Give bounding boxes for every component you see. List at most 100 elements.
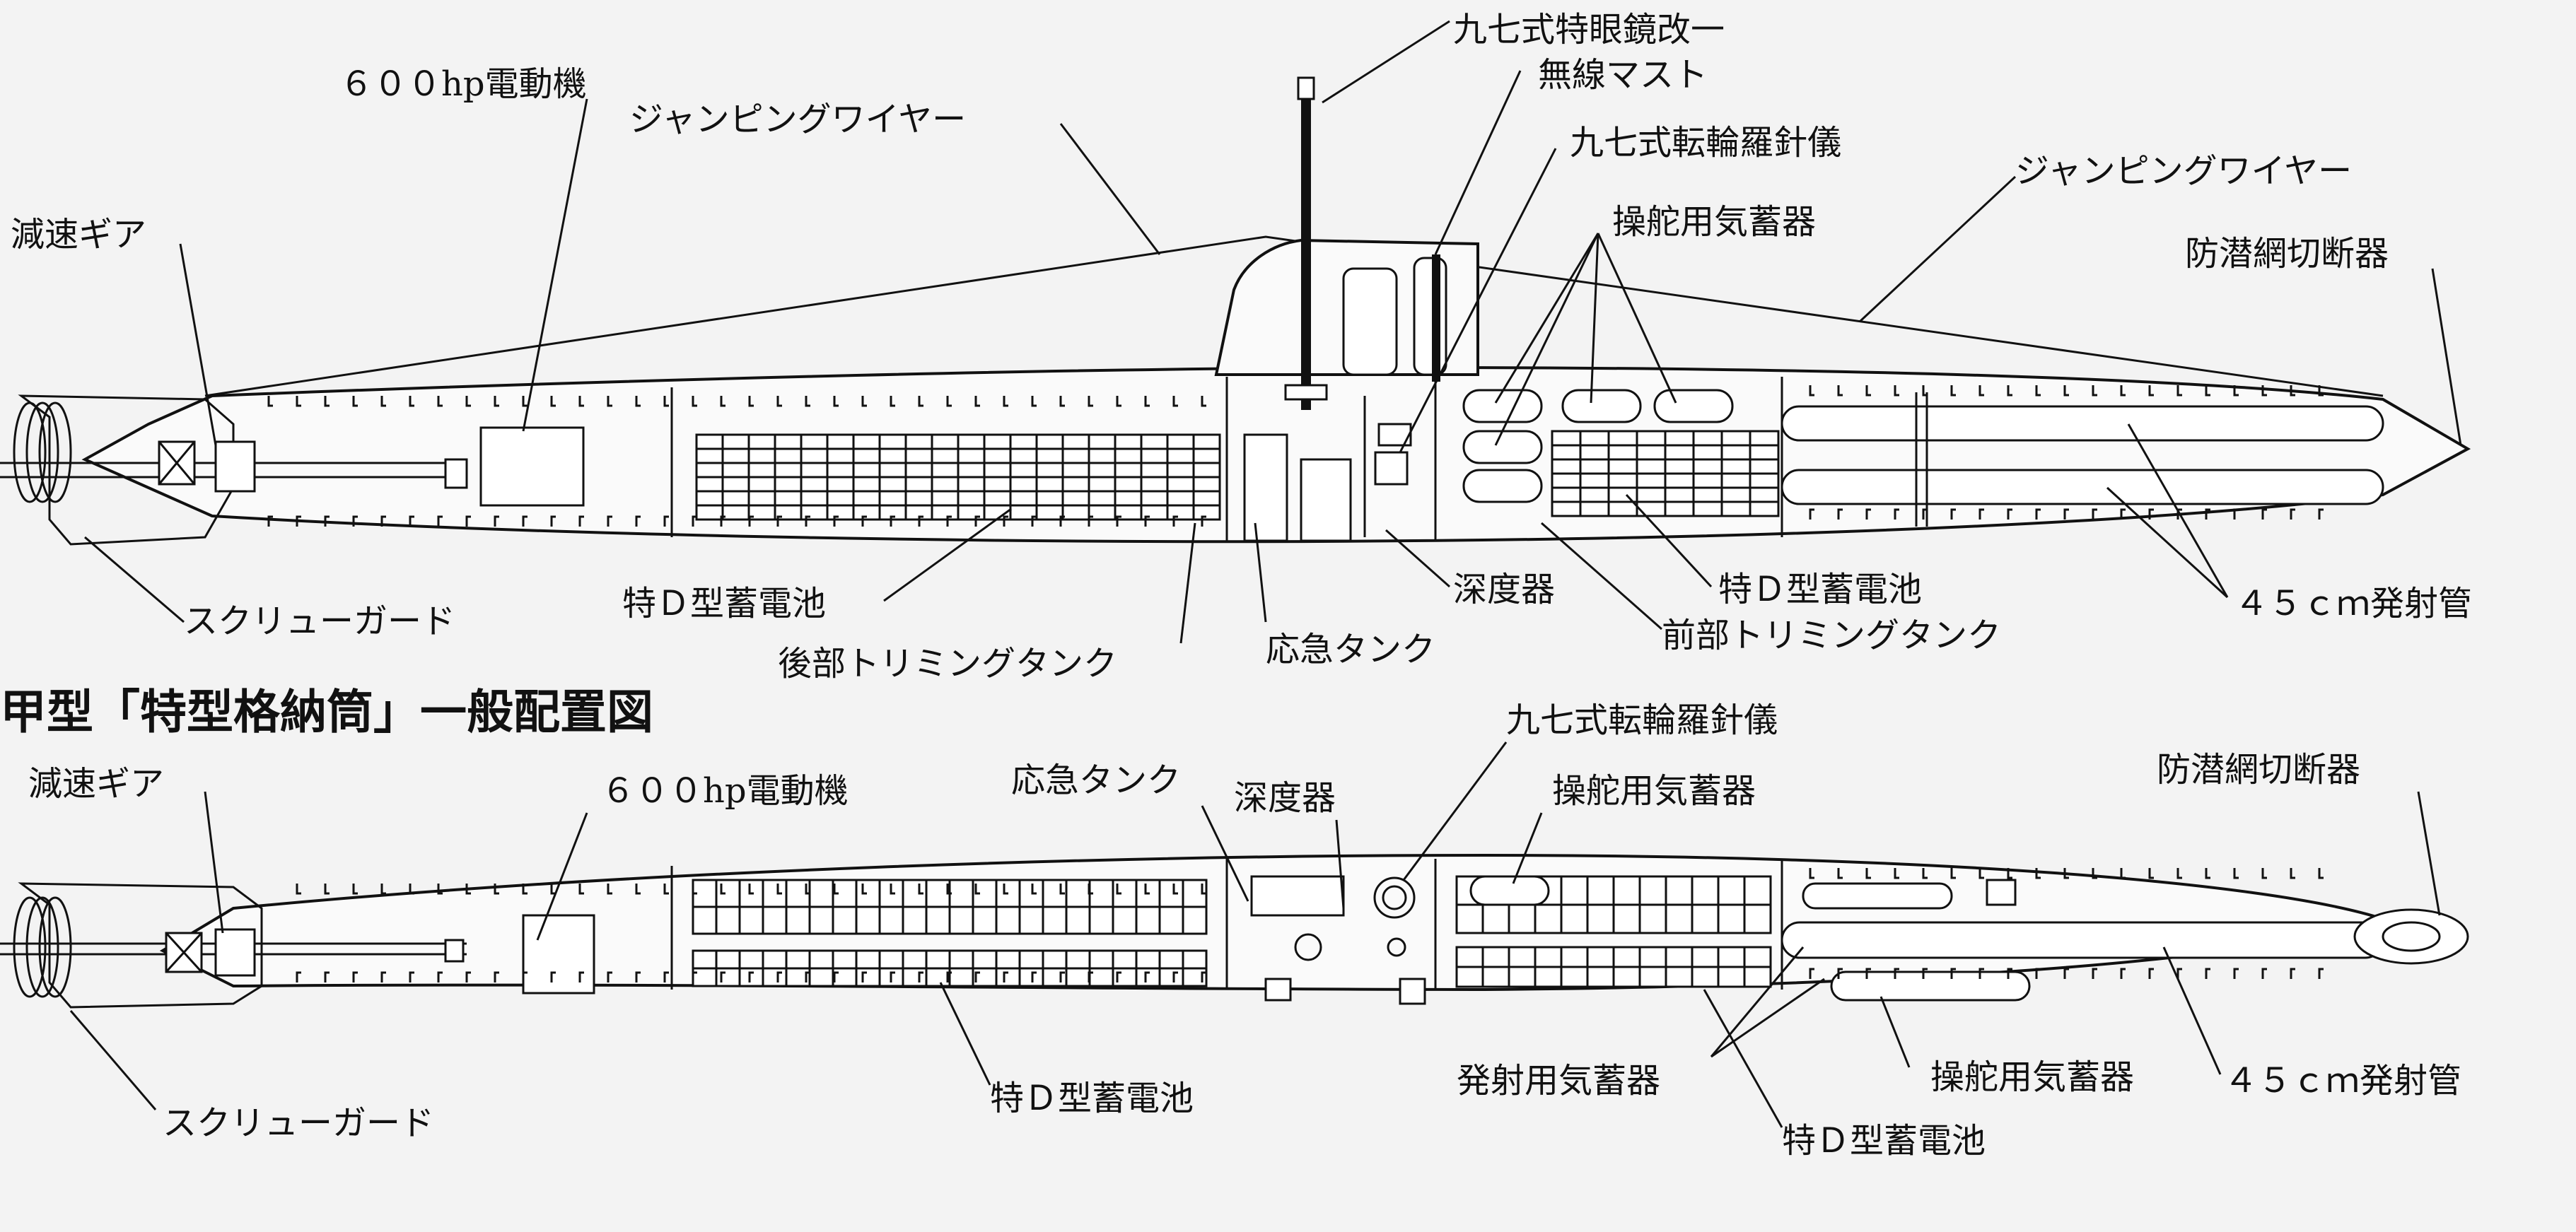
hull-rib <box>437 971 443 982</box>
battery-cell <box>1182 949 1208 970</box>
battery-cell <box>1636 430 1667 447</box>
battery-cell <box>925 949 951 970</box>
battery-cell <box>904 447 933 464</box>
hull-rib <box>296 971 301 982</box>
battery-cell <box>1691 946 1720 968</box>
label-fwd-trim-tank: 前部トリミングタンク <box>1662 616 2001 655</box>
battery-cell <box>925 905 951 935</box>
battery-cell <box>1551 430 1582 447</box>
battery-cell <box>972 949 998 970</box>
battery-cell <box>715 967 741 987</box>
battery-cell <box>1560 875 1589 906</box>
battery-cell <box>983 490 1012 507</box>
hull-rib <box>861 396 867 407</box>
battery-cell <box>832 967 858 987</box>
battery-cell <box>1534 966 1563 988</box>
battery-cell <box>774 447 803 464</box>
label-motor: ６００hp電動機 <box>339 64 587 104</box>
hull-rib <box>890 396 895 407</box>
battery-cell <box>1692 444 1723 461</box>
label-jumping-wire-fwd: ジャンピングワイヤー <box>2015 151 2352 191</box>
leader-tubes-b <box>2162 946 2222 1075</box>
battery-cell <box>1140 433 1169 450</box>
battery-grid-aft <box>695 433 1221 521</box>
battery-cell <box>1636 444 1667 461</box>
battery-cell <box>1749 500 1780 517</box>
battery-cell <box>1579 444 1610 461</box>
battery-cell <box>1508 966 1537 988</box>
hull-rib <box>352 396 358 407</box>
battery-cell <box>1638 903 1667 934</box>
hull-rib <box>635 396 641 407</box>
leader-firing-air-2 <box>1710 978 1825 1058</box>
label-radio-mast: 無線マスト <box>1538 55 1708 95</box>
battery-cell <box>902 967 928 987</box>
battery-cell <box>1035 490 1064 507</box>
hull-rib <box>2318 968 2324 979</box>
hull-rib <box>1865 868 1871 879</box>
hull-rib <box>720 396 725 407</box>
leader-lines <box>69 20 2462 1128</box>
battery-cell <box>1551 472 1582 489</box>
battery-cell <box>1018 949 1044 970</box>
battery-cell <box>1065 905 1091 935</box>
hull-rib <box>692 515 697 527</box>
label-gyro-compass: 九七式転輪羅針儀 <box>1570 123 1841 163</box>
net-cutter-bottom <box>2353 908 2469 965</box>
battery-cell <box>852 490 881 507</box>
battery-cell <box>762 949 788 970</box>
hull-rib <box>1116 884 1121 895</box>
hull-rib <box>2261 868 2267 879</box>
battery-cell <box>1534 903 1563 934</box>
battery-cell <box>747 462 776 479</box>
hull-rib <box>833 396 839 407</box>
leader-battery-aft-b <box>939 982 991 1086</box>
battery-cell <box>1061 490 1090 507</box>
battery-cell <box>762 905 788 935</box>
battery-cell <box>832 949 858 970</box>
battery-cell <box>1720 500 1752 517</box>
battery-cell <box>826 504 855 521</box>
label-periscope: 九七式特眼鏡改一 <box>1453 10 1725 49</box>
hull-rib <box>352 515 358 527</box>
battery-cell <box>826 490 855 507</box>
hull-rib <box>2063 968 2069 979</box>
battery-cell <box>800 433 829 450</box>
hull-rib <box>465 884 471 895</box>
battery-cell <box>785 949 811 970</box>
hull-rib <box>918 396 923 407</box>
battery-cell <box>902 949 928 970</box>
hull-rib <box>776 515 782 527</box>
battery-cell <box>747 433 776 450</box>
hull-rib <box>2092 508 2097 520</box>
hull-rib <box>2007 385 2012 397</box>
battery-cell <box>1691 875 1720 906</box>
battery-cell <box>957 504 986 521</box>
battery-cell <box>1455 946 1484 968</box>
battery-cell <box>1664 472 1695 489</box>
label-steering-air-b: 操舵用気蓄器 <box>1552 771 1756 811</box>
label-emergency-tank-b: 応急タンク <box>1011 761 1181 800</box>
hull-rib <box>578 515 584 527</box>
tower-cylinder <box>1413 257 1447 376</box>
hull-rib <box>1201 884 1206 895</box>
air-bottle <box>1802 882 1953 910</box>
hull-rib <box>805 971 810 982</box>
battery-cell <box>695 490 724 507</box>
battery-cell <box>1636 486 1667 503</box>
battery-cell <box>1691 966 1720 988</box>
hull-rib <box>1978 968 1984 979</box>
hull-rib <box>352 884 358 895</box>
battery-cell <box>1042 967 1068 987</box>
hull-rib <box>380 515 386 527</box>
hull-rib <box>296 884 301 895</box>
battery-cell <box>957 476 986 493</box>
hull-rib <box>974 396 980 407</box>
battery-cell <box>1481 903 1510 934</box>
hull-rib <box>1894 385 1899 397</box>
hull-rib <box>1809 968 1814 979</box>
battery-cell <box>1664 500 1695 517</box>
hull-rib <box>692 971 697 982</box>
battery-cell <box>995 905 1021 935</box>
leader-battery-aft <box>883 508 1012 602</box>
